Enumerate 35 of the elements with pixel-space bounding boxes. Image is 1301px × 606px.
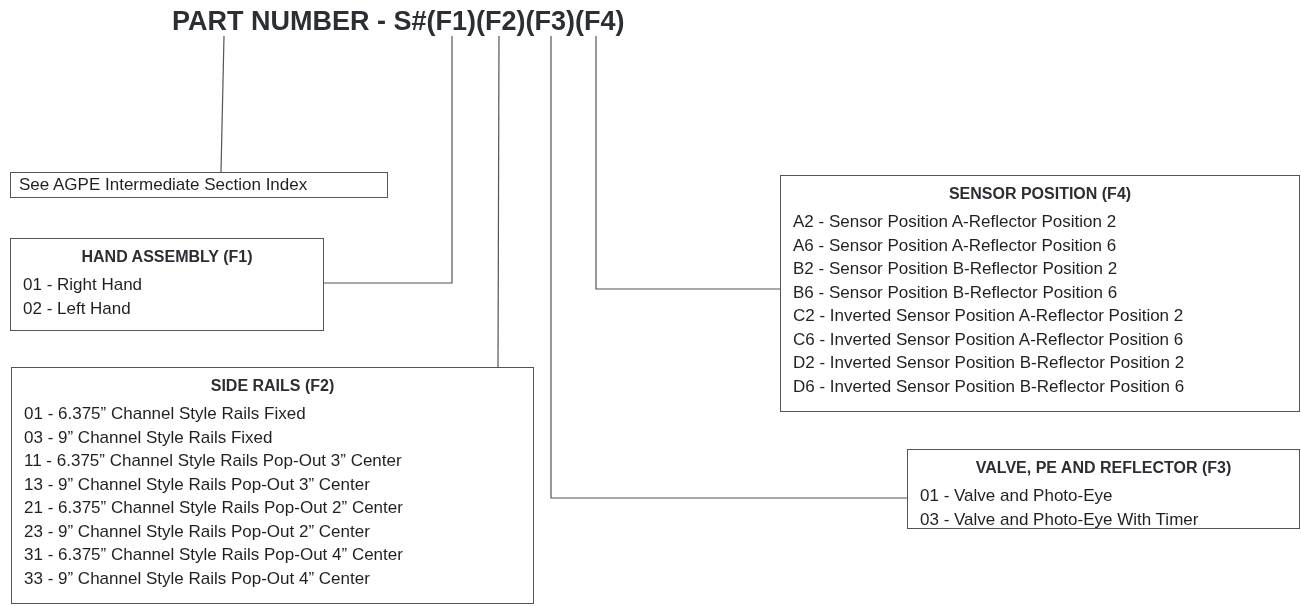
option-line: C6 - Inverted Sensor Position A-Reflector Position 6 <box>793 328 1185 351</box>
option-line: 21 - 6.375” Channel Style Rails Pop-Out 2” Center <box>24 497 404 519</box>
option-line: 03 - 9” Channel Style Rails Fixed <box>24 426 274 449</box>
option-line: 01 - 6.375” Channel Style Rails Fixed <box>24 403 307 425</box>
option-line: D2 - Inverted Sensor Position B-Reflector Position 2 <box>793 352 1186 374</box>
leader-line <box>323 35 453 284</box>
option-line: 01 - Valve and Photo-Eye <box>920 485 1114 507</box>
note-box: See AGPE Intermediate Section Index <box>10 172 388 198</box>
option-line: B6 - Sensor Position B-Reflector Position 6 <box>793 281 1119 304</box>
option-line: 11 - 6.375” Channel Style Rails Pop-Out 3” Center <box>24 450 403 472</box>
table-heading: SENSOR POSITION (F4) <box>948 184 1132 204</box>
option-line: A6 - Sensor Position A-Reflector Position 6 <box>793 234 1118 257</box>
option-line: C2 - Inverted Sensor Position A-Reflector Position 2 <box>793 305 1185 327</box>
option-table-box <box>10 238 324 331</box>
option-line: D6 - Inverted Sensor Position B-Reflector Position 6 <box>793 375 1186 398</box>
option-line: 13 - 9” Channel Style Rails Pop-Out 3” Center <box>24 473 371 496</box>
option-table-box <box>780 175 1300 412</box>
option-line: 03 - Valve and Photo-Eye With Timer <box>920 508 1200 531</box>
part-number-title: PART NUMBER - S#(F1)(F2)(F3)(F4) <box>172 6 625 36</box>
option-line: 01 - Right Hand <box>23 274 144 296</box>
table-heading: HAND ASSEMBLY (F1) <box>81 247 253 267</box>
option-line: 31 - 6.375” Channel Style Rails Pop-Out 4” Center <box>24 544 404 566</box>
leader-line <box>497 35 500 368</box>
option-line: B2 - Sensor Position B-Reflector Position 2 <box>793 258 1119 280</box>
option-line: 33 - 9” Channel Style Rails Pop-Out 4” Center <box>24 567 371 590</box>
option-line: 02 - Left Hand <box>23 297 132 320</box>
option-line: A2 - Sensor Position A-Reflector Position 2 <box>793 211 1118 233</box>
table-heading: VALVE, PE AND REFLECTOR (F3) <box>975 458 1232 478</box>
leader-line <box>595 35 781 290</box>
table-heading: SIDE RAILS (F2) <box>210 376 335 396</box>
option-line: 23 - 9” Channel Style Rails Pop-Out 2” Center <box>24 520 371 543</box>
leader-line <box>220 35 225 173</box>
option-table-box <box>907 449 1300 529</box>
leader-line <box>550 35 908 499</box>
option-table-box <box>11 367 534 604</box>
